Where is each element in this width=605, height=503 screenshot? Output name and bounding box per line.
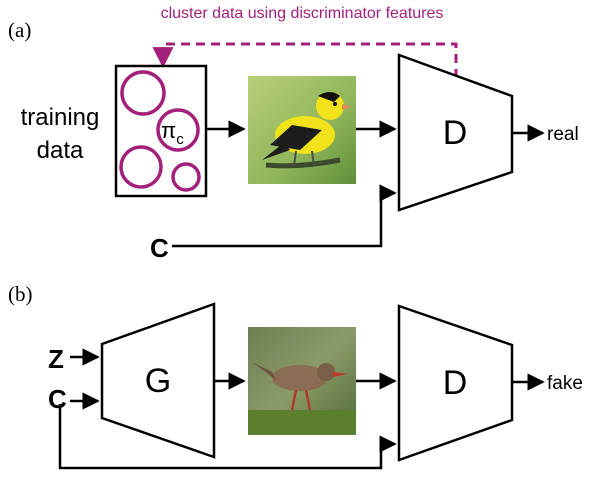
discriminator-a: D xyxy=(397,53,514,212)
generator: G xyxy=(100,302,216,459)
feedback-label: cluster data using discriminator feature… xyxy=(161,5,444,22)
training-label-line2: data xyxy=(37,137,84,164)
cluster-symbol: πc xyxy=(161,118,184,148)
brown-bird-image xyxy=(248,327,356,435)
yellow-bird-image xyxy=(248,76,356,184)
cluster-circle xyxy=(120,70,166,116)
generator-label: G xyxy=(145,362,171,400)
feedback-arrow xyxy=(152,42,458,78)
condition-arrow-a xyxy=(172,184,397,248)
cluster-circle xyxy=(119,145,163,189)
cluster-circle-pi-c xyxy=(156,108,200,152)
training-label-line1: training xyxy=(21,104,100,131)
input-z-label: Z xyxy=(48,344,64,374)
output-real-label: real xyxy=(547,124,579,145)
output-fake-label: fake xyxy=(547,373,583,394)
discriminator-b-label: D xyxy=(443,364,468,402)
panel-b-label: (b) xyxy=(8,282,33,306)
condition-label-a: C xyxy=(150,233,169,263)
panel-a-label: (a) xyxy=(8,18,31,42)
cluster-circle xyxy=(171,162,201,192)
discriminator-b: D xyxy=(397,304,514,462)
condition-arrow-b xyxy=(58,404,397,470)
discriminator-a-label: D xyxy=(443,114,468,152)
input-c-label: C xyxy=(48,384,67,414)
training-data-box: πc xyxy=(114,64,208,198)
